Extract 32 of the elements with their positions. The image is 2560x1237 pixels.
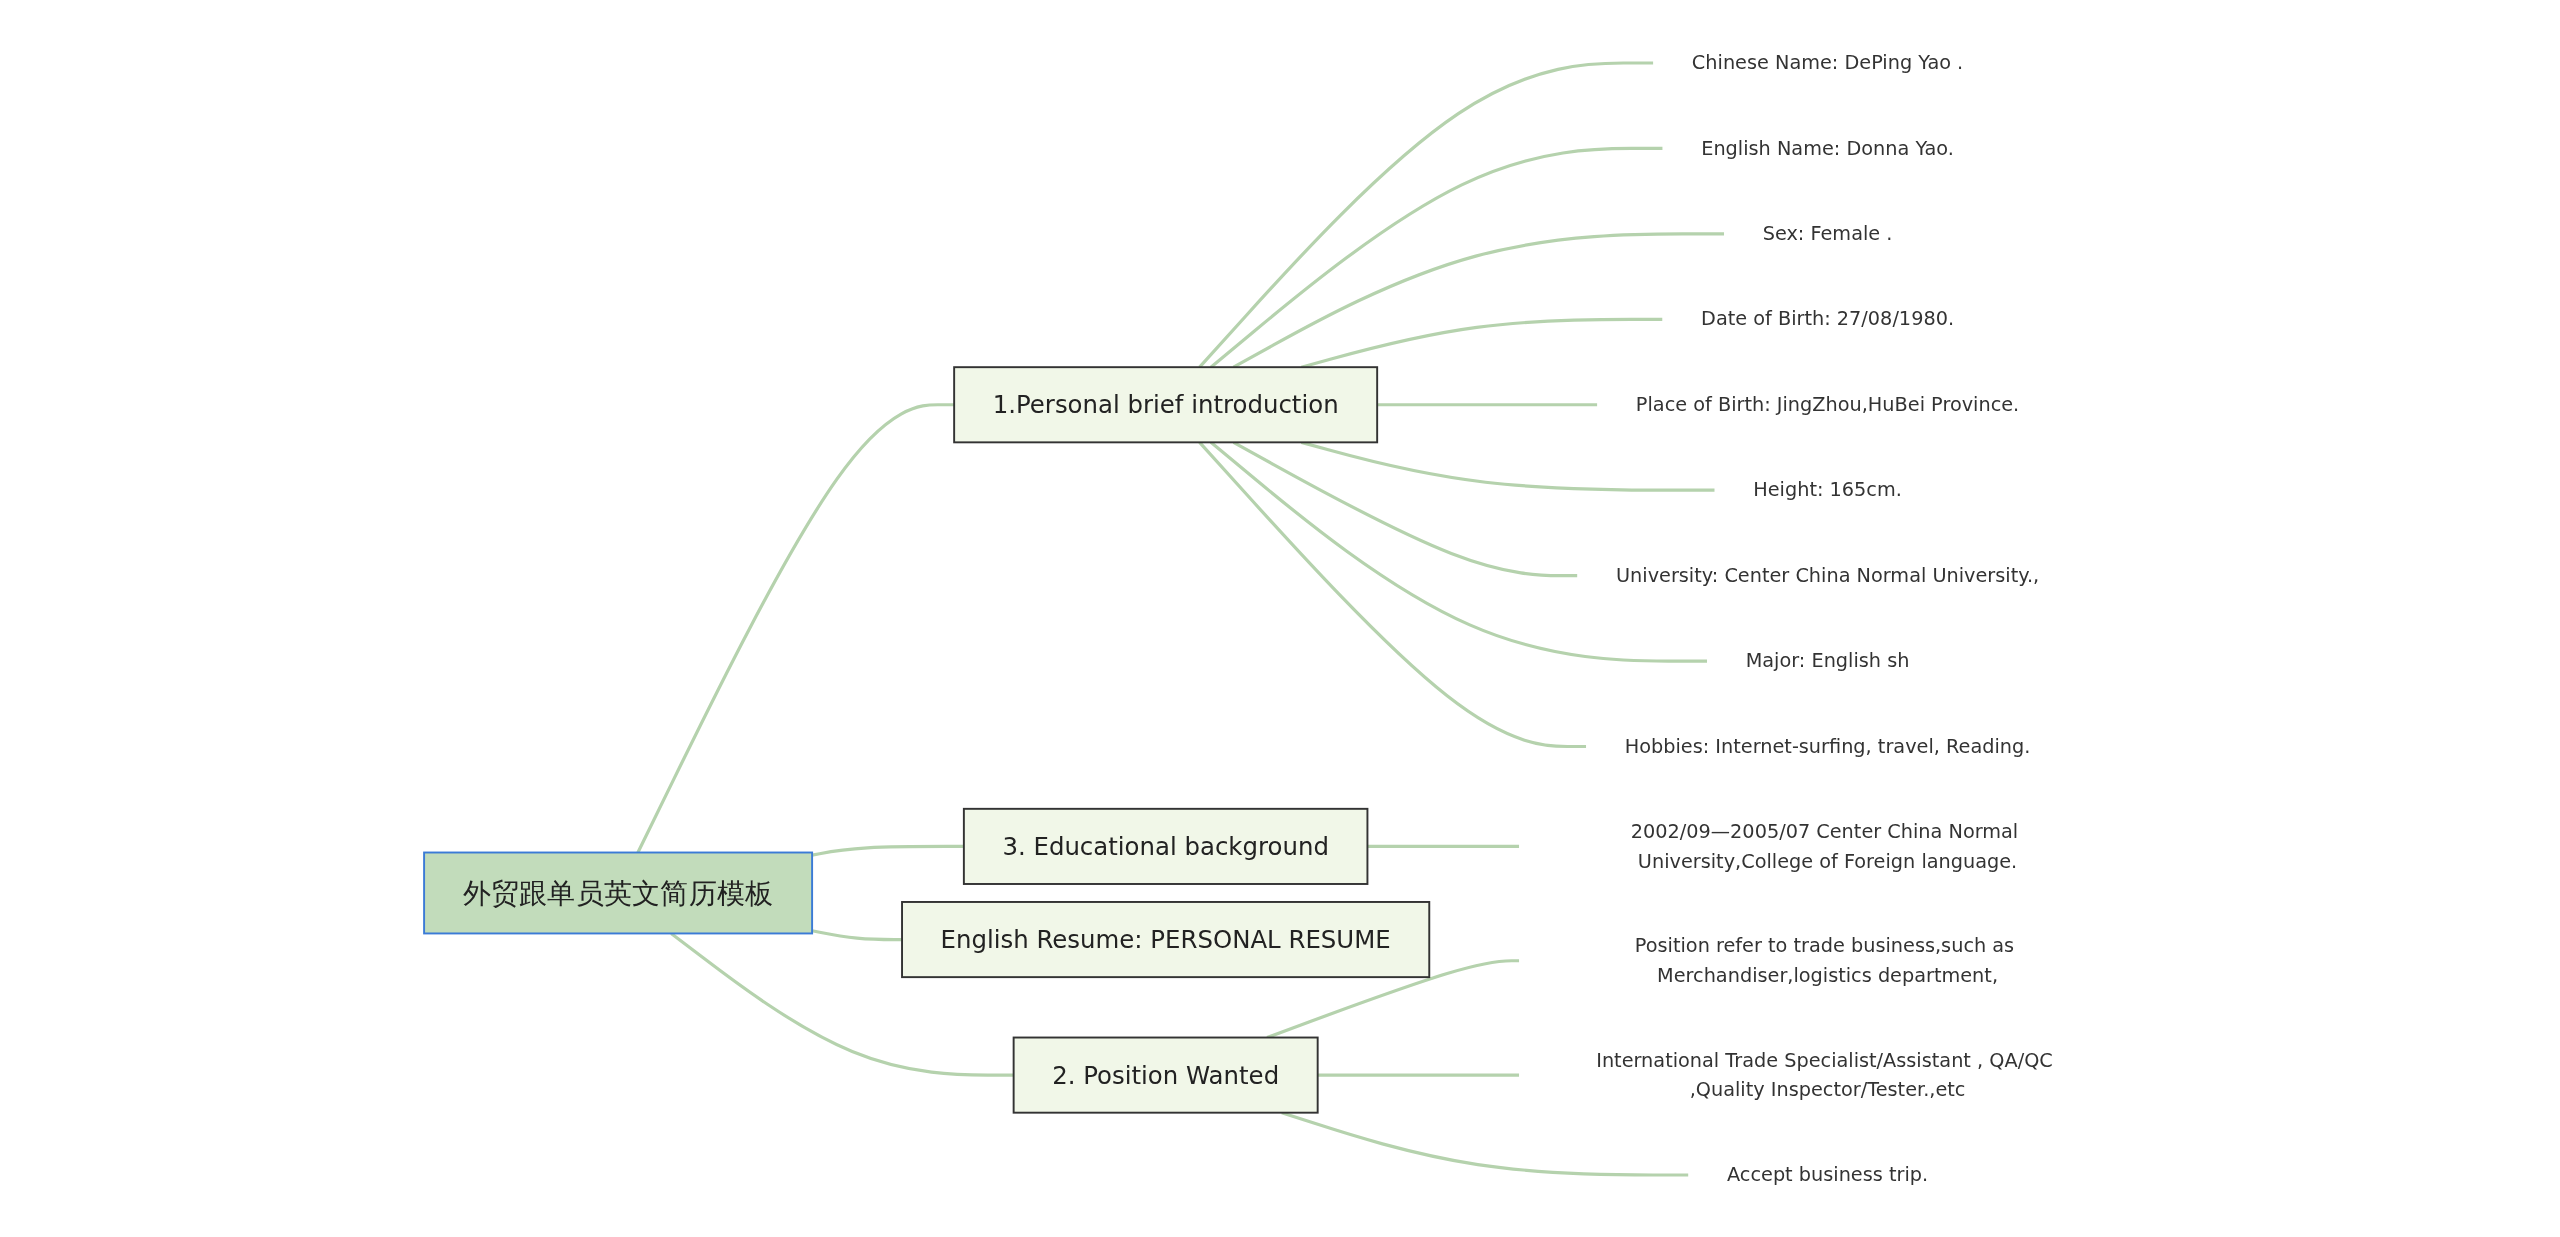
node-text: Accept business trip. [1726, 1162, 1929, 1186]
node-box: 3. Educational background [962, 807, 1369, 885]
connector [811, 844, 964, 857]
node-text: Major: English sh [1745, 648, 1910, 672]
connector [636, 402, 955, 853]
connector [1232, 440, 1578, 577]
connector [1367, 844, 1520, 848]
connector [1198, 60, 1654, 368]
node-text: Height: 165cm. [1753, 477, 1902, 501]
connector [811, 928, 903, 941]
node-box: 外贸跟单员英文简历模板 [423, 851, 814, 934]
node-text: University: Center China Normal University., [1615, 563, 2040, 587]
node-box: 2. Position Wanted [1012, 1036, 1319, 1114]
connector [1209, 146, 1663, 368]
node-text: Date of Birth: 27/08/1980. [1701, 306, 1955, 331]
node-text: English Name: Donna Yao. [1701, 136, 1954, 160]
connector [1209, 440, 1708, 663]
connector [1198, 440, 1587, 748]
node-text: Hobbies: Internet-surfing, travel, Reading. [1624, 734, 2031, 758]
connector [1266, 958, 1520, 1039]
node-text: Chinese Name: DePing Yao . [1691, 50, 1964, 74]
node-text: Place of Birth: JingZhou,HuBei Province. [1635, 392, 2020, 416]
connector [1300, 440, 1715, 492]
node-box: 1.Personal brief introduction [953, 365, 1379, 443]
node-text: Position refer to trade business,such as Merchandiser,logistics department, [1634, 933, 2015, 986]
connector [1377, 402, 1598, 406]
connector [670, 931, 1014, 1077]
node-box: English Resume: PERSONAL RESUME [901, 900, 1431, 978]
connector [1317, 1073, 1520, 1077]
node-text: International Trade Specialist/Assistant , QA/QC ,Quality Inspector/Tester.,etc [1596, 1048, 2053, 1101]
node-text: Sex: Female . [1762, 221, 1893, 245]
node-text: 2002/09—2005/07 Center China Normal University,College of Foreign language. [1630, 819, 2019, 872]
